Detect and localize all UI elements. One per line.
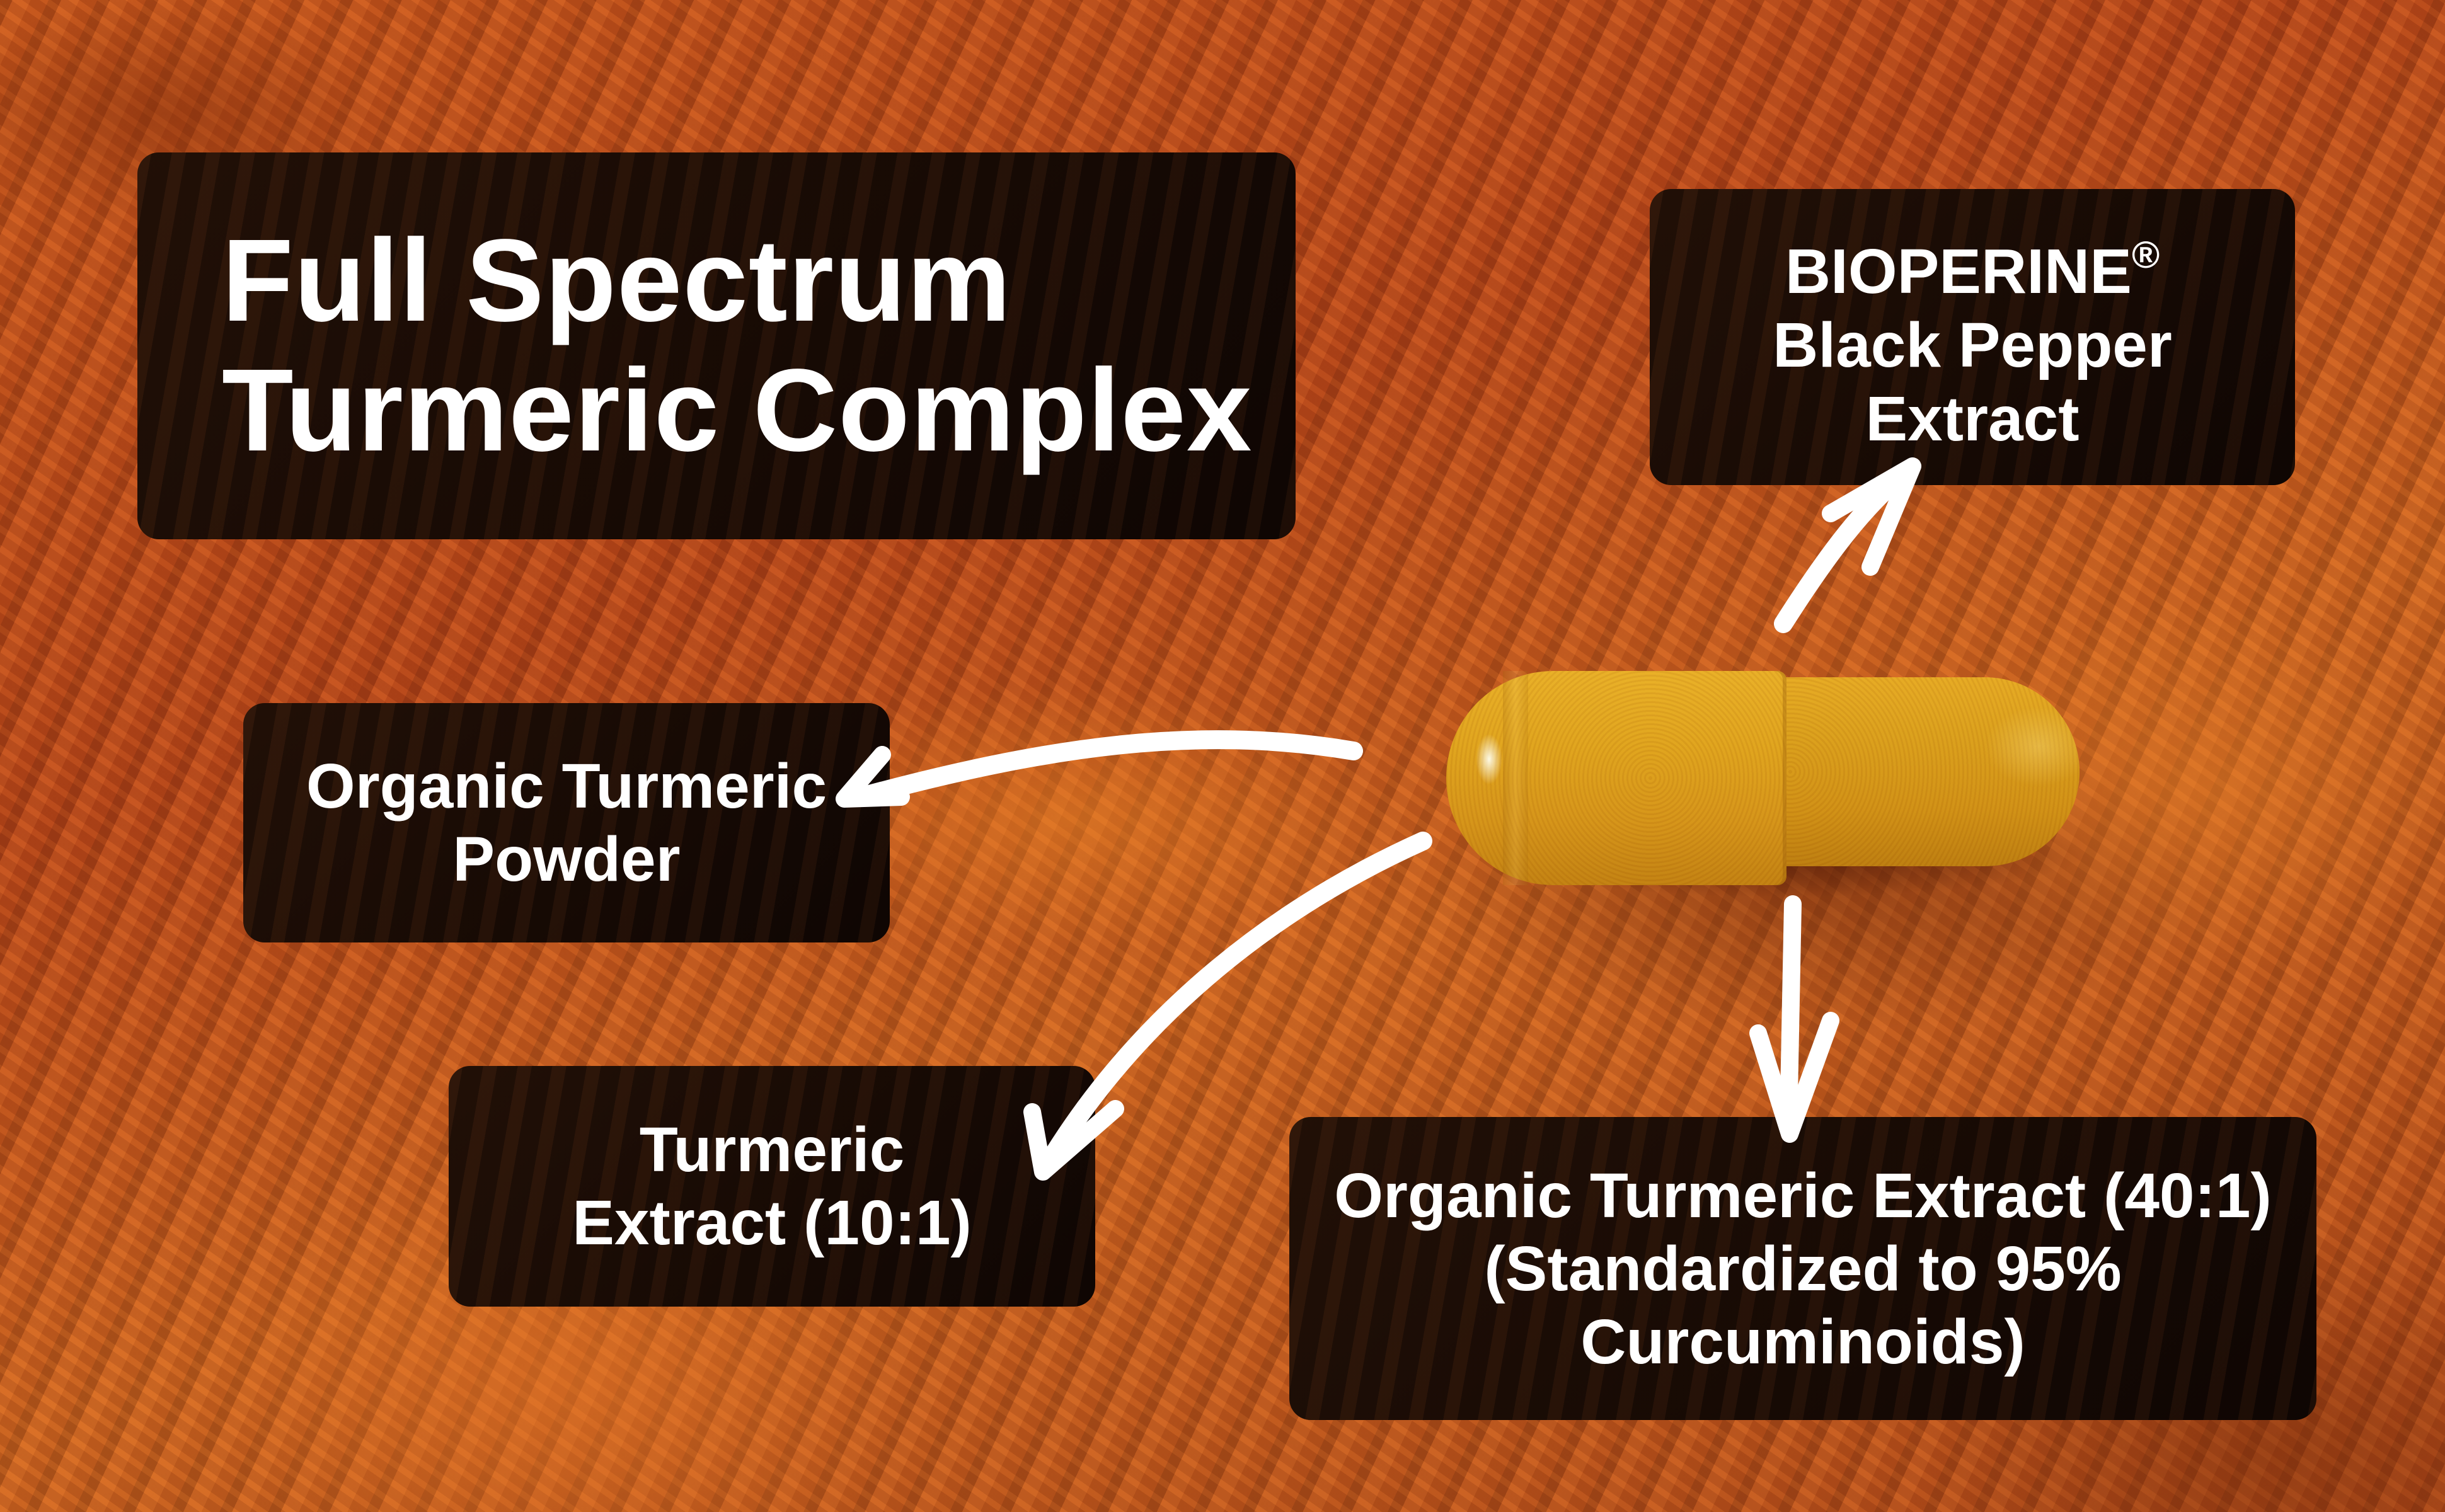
bioperine-line-2: Black Pepper: [1773, 310, 2172, 381]
extract40-line-3: Curcuminoids): [1580, 1306, 2025, 1377]
extract10-line-1: Turmeric: [639, 1114, 905, 1185]
extract40-line-1: Organic Turmeric Extract (40:1): [1334, 1160, 2272, 1231]
title-panel: Full Spectrum Turmeric Complex: [137, 152, 1296, 539]
powder-line-2: Powder: [452, 824, 681, 895]
turmeric-powder-callout: Organic Turmeric Powder: [243, 703, 890, 942]
title-line-1: Full Spectrum: [222, 215, 1012, 346]
bioperine-line-1: BIOPERINE®: [1773, 218, 2172, 309]
bioperine-callout: BIOPERINE® Black Pepper Extract: [1650, 189, 2295, 485]
organic-turmeric-extract-40-1-callout: Organic Turmeric Extract (40:1) (Standar…: [1289, 1117, 2316, 1420]
title-line-2: Turmeric Complex: [222, 345, 1253, 476]
turmeric-capsule-image: [1446, 652, 2089, 898]
bioperine-brand: BIOPERINE: [1785, 236, 2132, 307]
bioperine-line-3: Extract: [1865, 384, 2080, 454]
capsule-cap: [1446, 671, 1786, 885]
capsule-band: [1503, 671, 1528, 885]
turmeric-extract-10-1-callout: Turmeric Extract (10:1): [449, 1066, 1095, 1307]
registered-mark-icon: ®: [2131, 234, 2160, 276]
extract40-line-2: (Standardized to 95%: [1484, 1233, 2122, 1304]
extract10-line-2: Extract (10:1): [572, 1188, 972, 1258]
powder-line-1: Organic Turmeric: [306, 751, 827, 822]
